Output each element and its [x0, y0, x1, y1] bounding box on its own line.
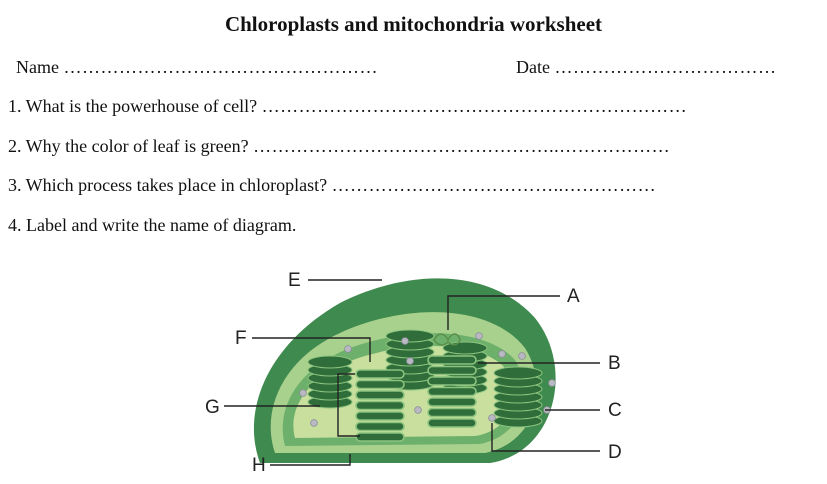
plastoglobulus	[548, 379, 556, 387]
chloroplast-diagram: A B C D E F G H	[205, 270, 622, 476]
thylakoid-lamella	[427, 365, 477, 376]
thylakoid-lamella	[427, 355, 477, 365]
thylakoid-lamella	[427, 418, 477, 428]
plastoglobulus	[299, 389, 307, 397]
bracket-h	[337, 373, 360, 437]
worksheet-title: Chloroplasts and mitochondria worksheet	[224, 12, 603, 36]
question-2: 2. Why the color of leaf is green? ………………	[8, 135, 670, 157]
question-4-text: 4. Label and write the name of diagram.	[8, 215, 297, 235]
name-fill-dots: ……………………………………………	[63, 57, 378, 77]
thylakoid-lamella	[355, 390, 405, 400]
thylakoid-lamella	[355, 411, 405, 421]
plastoglobulus	[498, 350, 506, 358]
thylakoid-lamella	[355, 421, 405, 432]
plastoglobulus	[344, 345, 352, 353]
label-e: E	[288, 270, 301, 291]
plastoglobulus	[488, 414, 496, 422]
thylakoid-lamella	[427, 407, 477, 418]
leader-a	[447, 295, 560, 330]
question-2-text: 2. Why the color of leaf is green?	[8, 136, 249, 156]
thylakoid-lamella	[427, 397, 477, 407]
question-1-dots: ……………………………………………………………	[261, 96, 688, 116]
label-f: F	[235, 328, 247, 349]
name-line: Name ……………………………………………	[16, 56, 378, 78]
label-c: C	[608, 400, 622, 421]
thylakoid-lamella	[355, 432, 405, 442]
thylakoid-lamella	[427, 376, 477, 386]
label-g: G	[205, 397, 220, 418]
label-h: H	[252, 455, 266, 476]
thylakoid-lamella	[355, 369, 405, 379]
question-3-dots: ………………………………..……………	[331, 175, 657, 195]
question-1: 1. What is the powerhouse of cell? ………………	[8, 95, 687, 117]
plastoglobulus	[414, 406, 422, 414]
label-a: A	[567, 286, 580, 307]
granum-4-disc	[493, 366, 543, 380]
date-line: Date ………………………………	[516, 56, 776, 78]
plastoglobulus	[475, 332, 483, 340]
label-b: B	[608, 353, 621, 374]
thylakoid-lamella	[427, 386, 477, 397]
stroma-lamellae-group	[355, 355, 477, 442]
question-2-dots: …………………………………………..………………	[253, 136, 671, 156]
leader-d	[491, 423, 600, 452]
name-label: Name	[16, 57, 59, 77]
thylakoid-lamella	[355, 400, 405, 411]
plastoglobulus	[310, 419, 318, 427]
granum-1-disc	[307, 355, 353, 369]
question-1-text: 1. What is the powerhouse of cell?	[8, 96, 258, 116]
question-3: 3. Which process takes place in chloropl…	[8, 174, 656, 196]
date-label: Date	[516, 57, 550, 77]
label-d: D	[608, 442, 622, 463]
thylakoid-lamella	[355, 379, 405, 390]
leader-h	[270, 454, 351, 466]
question-4: 4. Label and write the name of diagram.	[8, 214, 296, 236]
question-3-text: 3. Which process takes place in chloropl…	[8, 175, 328, 195]
plastoglobulus	[401, 337, 409, 345]
leader-f	[252, 337, 371, 362]
dna-icon	[433, 333, 461, 346]
plastoglobulus	[518, 352, 526, 360]
granum-2-disc	[385, 329, 435, 343]
label-leader-lines	[224, 279, 600, 466]
plastoglobulus	[406, 357, 414, 365]
date-fill-dots: ………………………………	[554, 57, 777, 77]
